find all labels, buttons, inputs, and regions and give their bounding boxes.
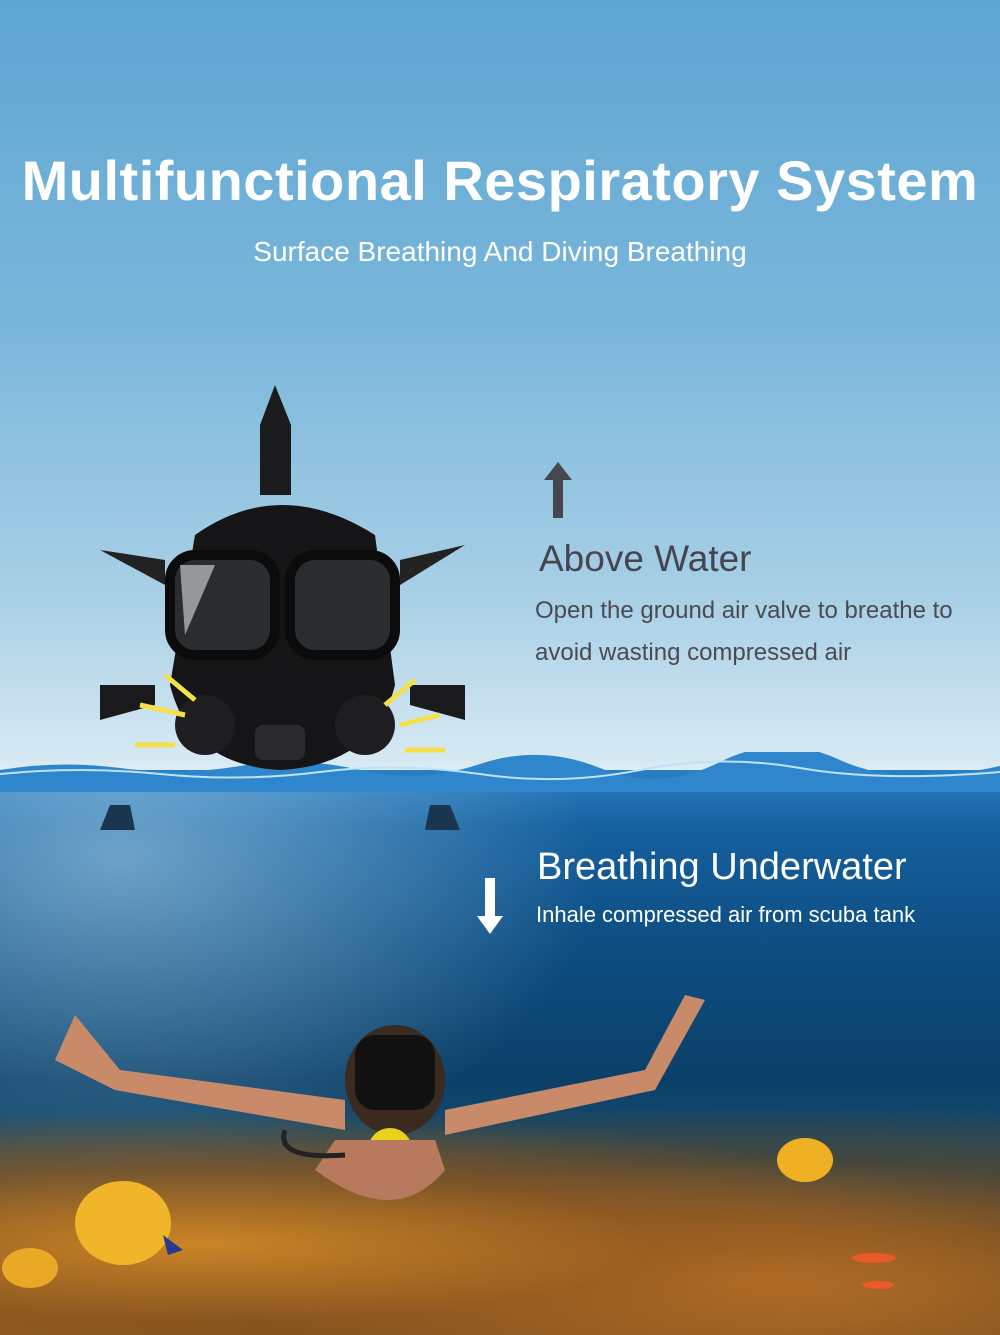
fish-image xyxy=(777,1138,833,1182)
breathing-underwater-description: Inhale compressed air from scuba tank xyxy=(536,902,916,927)
above-water-heading: Above Water xyxy=(539,538,752,579)
small-red-fish-image xyxy=(852,1253,896,1289)
full-face-mask-image xyxy=(100,385,465,830)
fish-image xyxy=(2,1248,58,1288)
butterflyfish-image xyxy=(75,1181,183,1265)
arrow-up-icon xyxy=(544,462,572,518)
page-subtitle: Surface Breathing And Diving Breathing xyxy=(253,236,747,267)
above-water-description: Open the ground air valve to breathe to … xyxy=(535,597,953,666)
breathing-underwater-heading: Breathing Underwater xyxy=(537,846,907,888)
page-title: Multifunctional Respiratory System xyxy=(21,149,979,212)
diver-image xyxy=(55,995,705,1200)
water-surface xyxy=(0,752,1000,792)
arrow-down-icon xyxy=(477,878,503,934)
